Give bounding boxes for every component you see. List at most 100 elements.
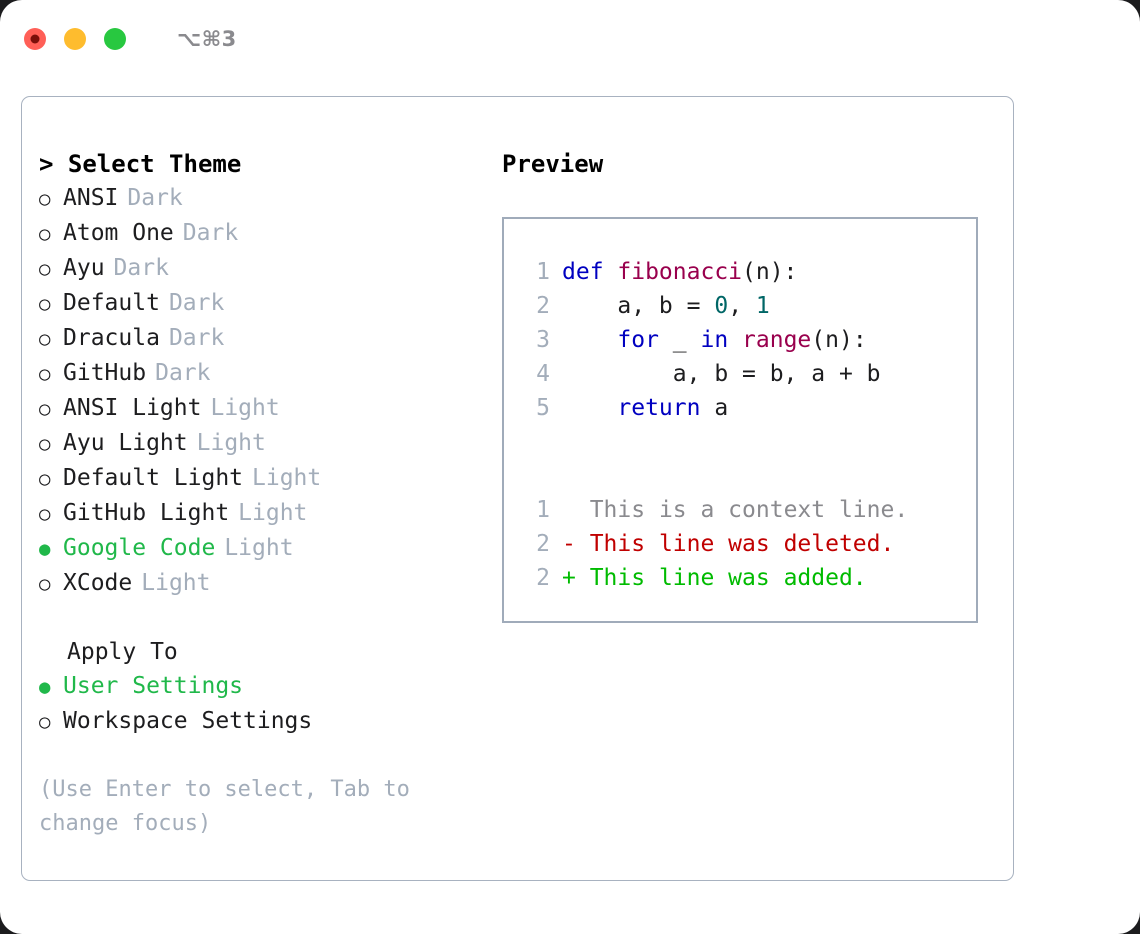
theme-option-label: Atom One (63, 220, 174, 246)
radio-icon: ○ (39, 293, 51, 315)
theme-option[interactable]: ○ GitHub Dark (39, 356, 479, 391)
theme-option-label: Default Light (63, 465, 244, 491)
theme-option-kind: Dark (155, 360, 211, 386)
preview-separator (516, 459, 976, 493)
theme-option[interactable]: ○ Default Dark (39, 286, 479, 321)
theme-option-kind: Dark (127, 185, 183, 211)
code-line: 1 def fibonacci(n): (516, 255, 976, 289)
theme-selector-column: > Select Theme ○ ANSI Dark ○ Atom One Da… (39, 147, 479, 841)
code-token: _ (658, 327, 701, 353)
code-token: in (700, 327, 729, 353)
theme-option-kind: Light (141, 570, 211, 596)
preview-separator (516, 425, 976, 459)
line-number: 1 (536, 497, 550, 523)
code-token: 1 (755, 293, 770, 319)
diff-line-deleted: 2 - This line was deleted. (516, 527, 976, 561)
keyboard-shortcut-label: ⌥⌘3 (177, 27, 237, 51)
radio-icon-selected: ● (39, 676, 51, 698)
preview-title: Preview (502, 150, 604, 178)
theme-option[interactable]: ○ Dracula Dark (39, 321, 479, 356)
theme-option-label: XCode (63, 570, 133, 596)
preview-column: Preview 1 def fibonacci(n): 2 a, b = 0, … (502, 147, 992, 623)
code-token: range (742, 327, 812, 353)
minimize-button-icon[interactable] (64, 28, 86, 50)
theme-option-kind: Dark (168, 290, 225, 316)
diff-sample-block: 1 This is a context line. 2 - This line … (516, 493, 976, 595)
diff-line-context: 1 This is a context line. (516, 493, 976, 527)
code-token: def (562, 259, 618, 285)
line-number: 2 (536, 531, 550, 557)
theme-option[interactable]: ○ XCode Light (39, 566, 479, 601)
code-line: 4 a, b = b, a + b (516, 357, 976, 391)
theme-option-label: Ayu Light (63, 430, 188, 456)
theme-option-list: ○ ANSI Dark ○ Atom One Dark ○ Ayu Dark (39, 181, 479, 601)
theme-option-label: GitHub Light (63, 500, 230, 526)
diff-marker: + (562, 565, 590, 591)
theme-option-label: Default (63, 290, 160, 316)
theme-option-kind: Dark (168, 325, 225, 351)
code-token: a, b = b, a + b (562, 361, 881, 387)
theme-option-label: Dracula (63, 325, 160, 351)
select-theme-header: > Select Theme (39, 147, 479, 181)
theme-option-kind: Light (224, 535, 294, 561)
code-content: return a (562, 391, 728, 425)
close-button-icon[interactable] (24, 28, 46, 50)
theme-option-label: Ayu (63, 255, 105, 281)
diff-content: This line was deleted. (589, 531, 895, 557)
line-number: 2 (536, 293, 550, 319)
apply-option-selected[interactable]: ● User Settings (39, 669, 479, 704)
theme-option[interactable]: ○ Ayu Light Light (39, 426, 479, 461)
radio-icon: ○ (39, 188, 51, 210)
code-content: def fibonacci(n): (562, 255, 797, 289)
radio-icon: ○ (39, 363, 51, 385)
theme-option[interactable]: ○ Ayu Dark (39, 251, 479, 286)
apply-option[interactable]: ○ Workspace Settings (39, 704, 479, 739)
code-line: 2 a, b = 0, 1 (516, 289, 976, 323)
theme-option[interactable]: ○ Atom One Dark (39, 216, 479, 251)
apply-to-option-list: ● User Settings ○ Workspace Settings (39, 669, 479, 739)
theme-option-kind: Light (196, 430, 266, 456)
code-token: for (617, 327, 659, 353)
preview-box: 1 def fibonacci(n): 2 a, b = 0, 1 3 for … (502, 217, 978, 623)
line-number: 4 (536, 361, 550, 387)
code-token: 0 (714, 293, 729, 319)
radio-icon-selected: ● (39, 538, 51, 560)
focus-caret-icon: > (39, 150, 54, 178)
theme-option[interactable]: ○ Default Light Light (39, 461, 479, 496)
apply-to-header: Apply To (67, 639, 178, 665)
radio-icon: ○ (39, 258, 51, 280)
radio-icon: ○ (39, 398, 51, 420)
code-token: a (700, 395, 729, 421)
code-token: , (728, 293, 756, 319)
diff-content: This line was added. (589, 565, 867, 591)
maximize-button-icon[interactable] (104, 28, 126, 50)
list-spacer (39, 601, 479, 635)
code-sample-block: 1 def fibonacci(n): 2 a, b = 0, 1 3 for … (516, 255, 976, 425)
content-panel: > Select Theme ○ ANSI Dark ○ Atom One Da… (21, 96, 1014, 881)
code-content: for _ in range(n): (562, 323, 866, 357)
theme-option[interactable]: ○ ANSI Dark (39, 181, 479, 216)
theme-option-kind: Light (238, 500, 308, 526)
traffic-light-group (24, 28, 126, 50)
code-token (728, 327, 742, 353)
theme-option-label: ANSI Light (63, 395, 202, 421)
radio-icon: ○ (39, 711, 51, 733)
code-content: a, b = b, a + b (562, 357, 881, 391)
radio-icon: ○ (39, 433, 51, 455)
line-number: 5 (536, 395, 550, 421)
diff-marker: - (562, 531, 590, 557)
diff-line-added: 2 + This line was added. (516, 561, 976, 595)
theme-option-kind: Dark (182, 220, 239, 246)
code-line: 3 for _ in range(n): (516, 323, 976, 357)
apply-option-label: User Settings (63, 673, 244, 699)
theme-option-selected[interactable]: ● Google Code Light (39, 531, 479, 566)
radio-icon: ○ (39, 468, 51, 490)
apply-option-label: Workspace Settings (63, 708, 313, 734)
theme-option[interactable]: ○ ANSI Light Light (39, 391, 479, 426)
theme-option-kind: Light (252, 465, 322, 491)
radio-icon: ○ (39, 223, 51, 245)
theme-option[interactable]: ○ GitHub Light Light (39, 496, 479, 531)
theme-option-label: GitHub (63, 360, 147, 386)
theme-option-label: Google Code (63, 535, 216, 561)
